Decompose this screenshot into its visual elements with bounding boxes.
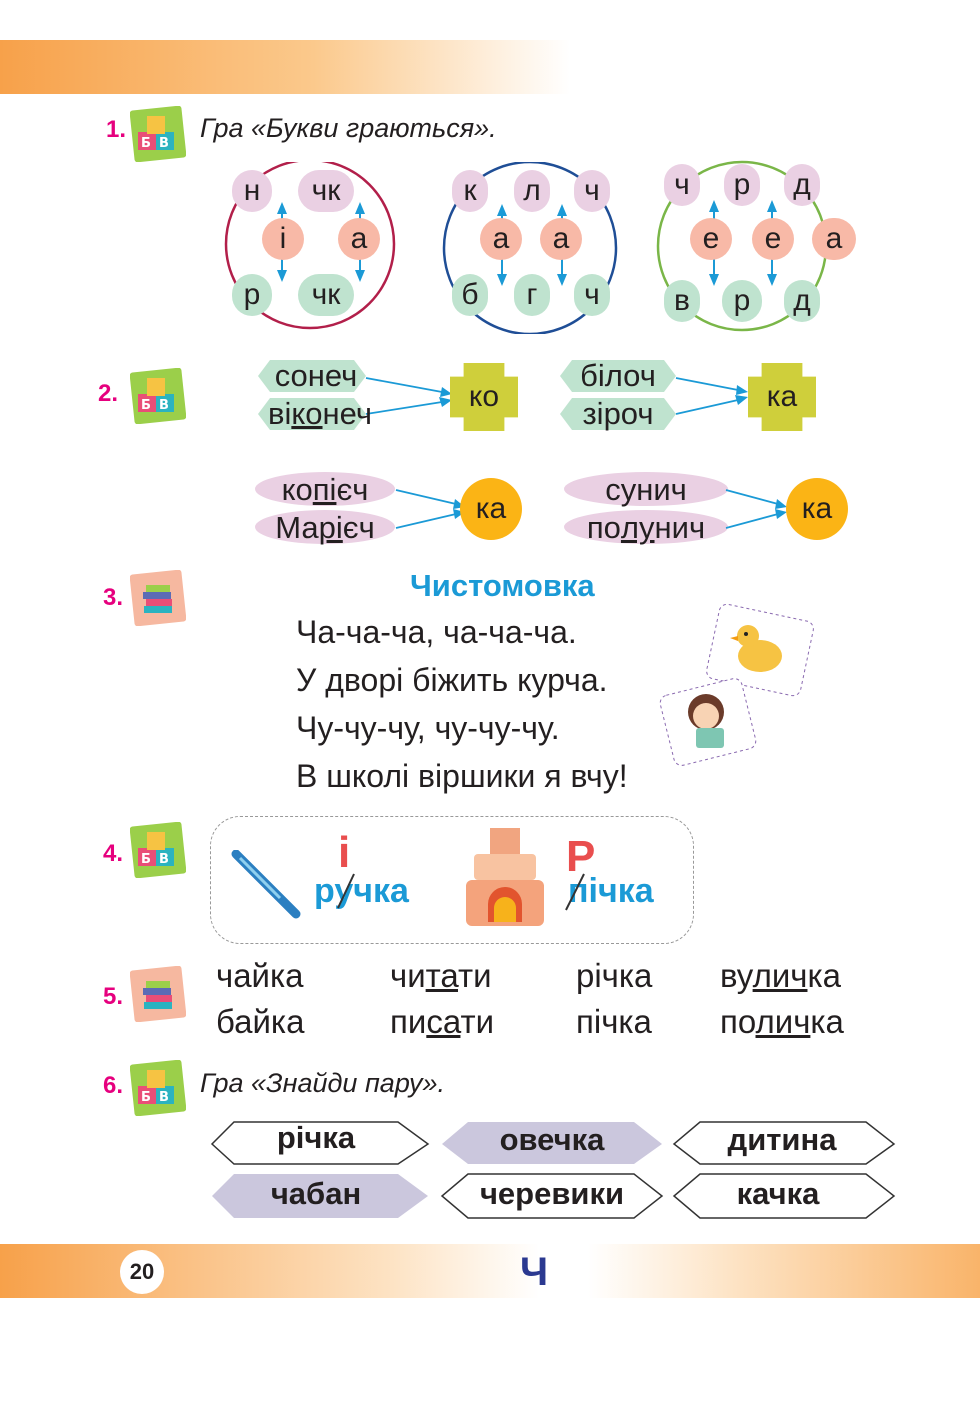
ex2-arrows [255, 360, 787, 544]
pair-tag[interactable]: дитина [727, 1122, 837, 1157]
svg-text:Б: Б [141, 1090, 151, 1105]
letter-bubble: л [514, 170, 550, 212]
word: вуличка [720, 957, 841, 994]
word: чайка [216, 957, 304, 994]
pen-icon [231, 850, 301, 919]
letter-bubble: р [232, 274, 272, 316]
exercise-1-number: 1. [106, 116, 127, 143]
word: читати [390, 957, 492, 994]
exercise-5-number: 5. [103, 983, 124, 1010]
svg-text:В: В [159, 1090, 169, 1105]
word: пічка [576, 1003, 652, 1040]
svg-text:В: В [159, 398, 169, 413]
letter-bubble: а [480, 218, 522, 260]
letter-bubble: б [452, 274, 488, 316]
top-banner [0, 40, 570, 94]
ex5-column-2: читати писати [390, 953, 494, 1045]
letter-bubble: в [664, 280, 700, 322]
word-transform-box [210, 816, 694, 944]
poem: Ча-ча-ча, ча-ча-ча. У дворі біжить курча… [296, 608, 628, 800]
letter-bubble: р [722, 280, 762, 322]
word-part: зіроч [582, 396, 654, 431]
word: байка [216, 1003, 305, 1040]
letter-bubble: е [690, 218, 732, 260]
letter-bubble: ч [574, 274, 610, 316]
pair-tag[interactable]: овечка [499, 1122, 605, 1157]
letter-bubble: к [452, 170, 488, 212]
word: писати [390, 1003, 495, 1040]
exercise-1-title: Гра «Букви граються». [200, 113, 497, 143]
svg-text:В: В [159, 852, 169, 867]
books-icon [130, 570, 186, 626]
letter-bubble: р [724, 164, 760, 206]
word-part: білоч [580, 358, 656, 393]
letter-bubble: д [784, 280, 820, 322]
poem-line: Чу-чу-чу, чу-чу-чу. [296, 710, 560, 746]
letter-bubble: ч [664, 164, 700, 206]
pair-tag[interactable]: черевики [479, 1176, 625, 1211]
letter-bubble: ч [574, 170, 610, 212]
letter-bubble: чк [298, 274, 354, 316]
letter-bubble: і [262, 218, 304, 260]
inserted-letter: Р [566, 832, 596, 881]
pair-tag[interactable]: річка [276, 1120, 356, 1155]
ex5-column-4: вуличка поличка [720, 953, 844, 1045]
letter-bubble: е [752, 218, 794, 260]
letter-bubble: а [338, 218, 380, 260]
letter-bubble: н [232, 170, 272, 212]
exercise-6-number: 6. [103, 1072, 124, 1099]
exercise-6-title: Гра «Знайди пару». [200, 1068, 445, 1098]
stove-icon [466, 828, 544, 926]
page-letter: Ч [520, 1250, 549, 1294]
suffix-ka: ка [786, 478, 848, 540]
word: річка [576, 957, 653, 994]
letter-bubble: а [540, 218, 582, 260]
pair-tag[interactable]: чабан [270, 1176, 362, 1211]
inserted-letter: і [338, 828, 351, 877]
chick-and-girl-illustration [659, 604, 814, 766]
poem-line: У дворі біжить курча. [296, 662, 608, 698]
poem-line: Ча-ча-ча, ча-ча-ча. [296, 614, 577, 650]
pair-tag[interactable]: качка [736, 1176, 820, 1211]
svg-text:Б: Б [141, 398, 151, 413]
suffix-ka: ка [460, 478, 522, 540]
exercise-2-number: 2. [98, 380, 119, 407]
svg-text:Б: Б [141, 852, 151, 867]
exercise-3-number: 3. [103, 584, 124, 611]
ex5-column-1: чайка байка [216, 953, 304, 1045]
letter-bubble: а [812, 218, 856, 260]
tag-shapes [210, 1121, 896, 1219]
ex5-column-3: річка пічка [576, 953, 652, 1045]
svg-text:В: В [159, 136, 169, 151]
word-part: сонеч [274, 358, 358, 393]
letter-bubble: д [784, 164, 820, 206]
word-part: сунич [605, 472, 687, 507]
exercise-4-number: 4. [103, 840, 124, 867]
letter-bubble: г [514, 274, 550, 316]
letter-bubble: чк [298, 170, 354, 212]
svg-text:Б: Б [141, 136, 151, 151]
poem-line: В школі віршики я вчу! [296, 758, 628, 794]
word: поличка [720, 1003, 844, 1040]
page-number: 20 [120, 1250, 164, 1294]
poem-title: Чистомовка [410, 568, 595, 603]
books-icon [130, 966, 186, 1022]
